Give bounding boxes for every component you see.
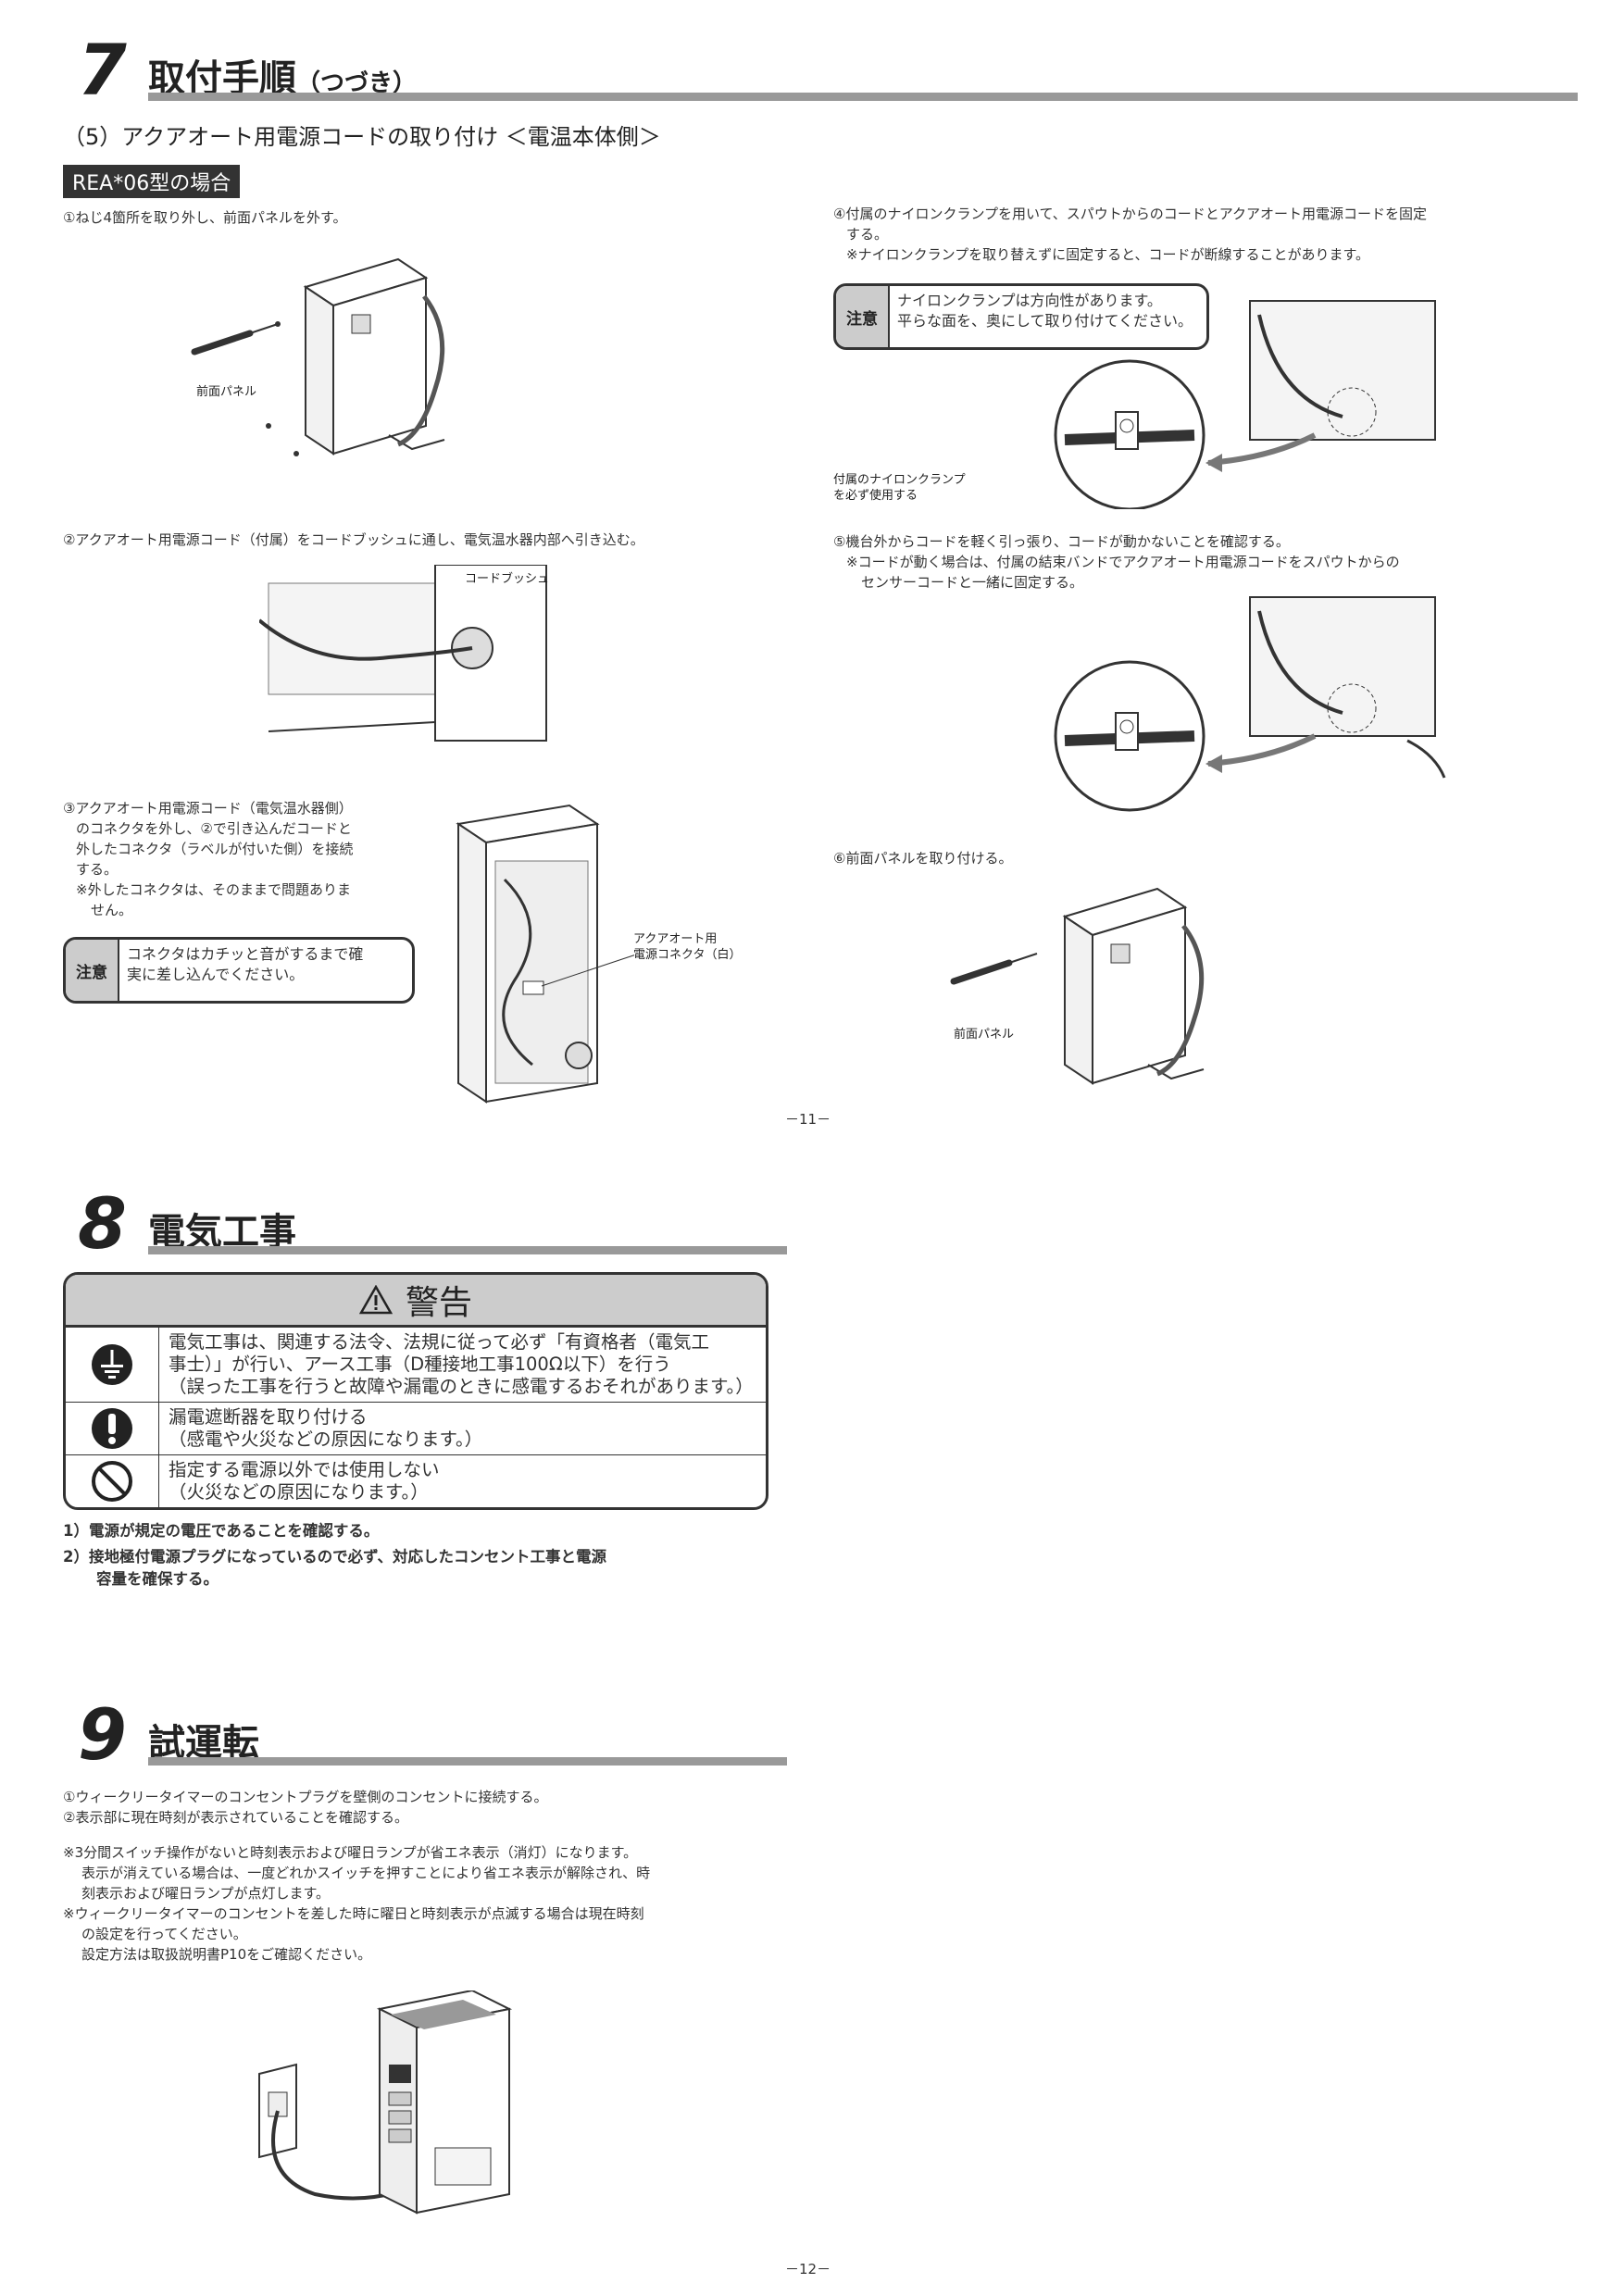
warning-line: （火災などの原因になります。） — [169, 1481, 429, 1503]
step-1-figure — [191, 257, 445, 456]
step-4-caution-box: 注意 ナイロンクランプは方向性があります。 平らな面を、奥にして取り付けてくださ… — [833, 283, 1209, 350]
step-4-figure — [1054, 300, 1436, 509]
step-5-line: ⑤機台外からコードを軽く引っ張り、コードが動かないことを確認する。 — [833, 533, 1290, 550]
section-number-8: 8 — [78, 1182, 127, 1265]
electrical-item: 容量を確保する。 — [96, 1570, 219, 1588]
trial-notes: ※3分間スイッチ操作がないと時刻表示および曜日ランプが省エネ表示（消灯）になりま… — [63, 1842, 650, 1965]
step-3-caution-box: 注意 コネクタはカチッと音がするまで確 実に差し込んでください。 — [63, 937, 415, 1004]
warning-title: 警告 — [405, 1284, 472, 1322]
subsection-title: （5）アクアオート用電源コードの取り付け ＜電温本体側＞ — [63, 124, 661, 150]
caution-line: 実に差し込んでください。 — [127, 966, 305, 983]
warning-header: 警告 — [66, 1275, 766, 1327]
model-badge: REA*06型の場合 — [63, 165, 241, 198]
step-6-figure — [950, 887, 1205, 1085]
trial-steps: ①ウィークリータイマーのコンセントプラグを壁側のコンセントに接続する。 ②表示部… — [63, 1787, 547, 1828]
warning-line: 漏電遮断器を取り付ける — [169, 1406, 368, 1428]
ground-icon — [66, 1328, 159, 1402]
trial-note: の設定を行ってください。 — [81, 1926, 247, 1942]
step-4-text: ④付属のナイロンクランプを用いて、スパウトからのコードとアクアオート用電源コード… — [833, 204, 1427, 265]
trial-note: ※3分間スイッチ操作がないと時刻表示および曜日ランプが省エネ表示（消灯）になりま… — [63, 1844, 638, 1861]
trial-step: ②表示部に現在時刻が表示されていることを確認する。 — [63, 1809, 408, 1826]
step-4-line: する。 — [846, 226, 889, 243]
step-2-figure — [259, 565, 547, 742]
trial-note: ※ウィークリータイマーのコンセントを差した時に曜日と時刻表示が点滅する場合は現在… — [63, 1905, 644, 1922]
caution-label: 注意 — [66, 940, 119, 1001]
step-4-label-line: 付属のナイロンクランプ — [833, 473, 966, 487]
step-5-note: センサーコードと一緒に固定する。 — [861, 574, 1084, 591]
warning-line: （感電や火災などの原因になります。） — [169, 1429, 483, 1450]
trial-step: ①ウィークリータイマーのコンセントプラグを壁側のコンセントに接続する。 — [63, 1789, 548, 1805]
section-number-9: 9 — [78, 1693, 127, 1776]
step-3-line: する。 — [76, 861, 119, 878]
caution-line: コネクタはカチッと音がするまで確 — [127, 945, 364, 963]
step-3-label: アクアオート用 電源コネクタ（白） — [633, 931, 741, 963]
warning-line: （誤った工事を行うと故障や漏電のときに感電するおそれがあります。） — [169, 1376, 754, 1397]
section-number-7: 7 — [78, 29, 127, 111]
trial-note: 表示が消えている場合は、一度どれかスイッチを押すことにより省エネ表示が解除され、… — [81, 1865, 651, 1881]
caution-line: 平らな面を、奥にして取り付けてください。 — [897, 312, 1193, 330]
warning-row: 指定する電源以外では使用しない （火災などの原因になります。） — [66, 1454, 766, 1507]
step-4-line: ④付属のナイロンクランプを用いて、スパウトからのコードとアクアオート用電源コード… — [833, 206, 1428, 222]
section-rule-7 — [148, 93, 1578, 101]
step-2-label: コードブッシュ — [465, 572, 550, 586]
step-3-line: のコネクタを外し、②で引き込んだコードと — [76, 820, 352, 837]
step-3-note: せん。 — [91, 902, 133, 918]
warning-box: 警告 電気工事は、関連する法令、法規に従って必ず「有資格者（電気工 事士）」が行… — [63, 1272, 768, 1510]
step-6-text: ⑥前面パネルを取り付ける。 — [833, 850, 1013, 867]
warning-row-text: 漏電遮断器を取り付ける （感電や火災などの原因になります。） — [159, 1403, 492, 1454]
step-3-label-line: 電源コネクタ（白） — [633, 948, 742, 962]
step-6-label: 前面パネル — [954, 1028, 1015, 1042]
page-number-11: －11－ — [785, 1111, 831, 1128]
step-5-text: ⑤機台外からコードを軽く引っ張り、コードが動かないことを確認する。 ※コードが動… — [833, 531, 1400, 593]
caution-text: ナイロンクランプは方向性があります。 平らな面を、奥にして取り付けてください。 — [890, 286, 1200, 347]
warning-line: 事士）」が行い、アース工事（D種接地工事100Ω以下）を行う — [169, 1354, 671, 1375]
prohibited-icon — [66, 1455, 159, 1507]
step-2-text: ②アクアオート用電源コード（付属）をコードブッシュに通し、電気温水器内部へ引き込… — [63, 531, 644, 548]
step-4-label-line: を必ず使用する — [833, 489, 918, 503]
electrical-item: 1）電源が規定の電圧であることを確認する。 — [63, 1522, 380, 1540]
step-4-note: ※ナイロンクランプを取り替えずに固定すると、コードが断線することがあります。 — [846, 246, 1370, 263]
warning-row-text: 電気工事は、関連する法令、法規に従って必ず「有資格者（電気工 事士）」が行い、ア… — [159, 1328, 763, 1402]
warning-row-text: 指定する電源以外では使用しない （火災などの原因になります。） — [159, 1455, 449, 1507]
warning-row: 電気工事は、関連する法令、法規に従って必ず「有資格者（電気工 事士）」が行い、ア… — [66, 1327, 766, 1402]
step-1-text: ①ねじ4箇所を取り外し、前面パネルを外す。 — [63, 209, 347, 226]
trial-note: 刻表示および曜日ランプが点灯します。 — [81, 1885, 331, 1902]
warning-row: 漏電遮断器を取り付ける （感電や火災などの原因になります。） — [66, 1402, 766, 1454]
weekly-timer-figure — [258, 1990, 513, 2215]
warning-triangle-icon — [358, 1285, 393, 1315]
step-3-note: ※外したコネクタは、そのままで問題ありま — [76, 881, 351, 898]
trial-note: 設定方法は取扱説明書P10をご確認ください。 — [81, 1946, 372, 1963]
warning-line: 指定する電源以外では使用しない — [169, 1459, 440, 1480]
mandatory-icon — [66, 1403, 159, 1454]
step-4-label: 付属のナイロンクランプ を必ず使用する — [833, 472, 966, 504]
step-3-line: 外したコネクタ（ラベルが付いた側）を接続 — [76, 841, 354, 857]
step-5-figure — [1054, 596, 1446, 812]
electrical-items: 1）電源が規定の電圧であることを確認する。 2）接地極付電源プラグになっているの… — [63, 1520, 606, 1591]
section-rule-8 — [148, 1246, 787, 1254]
electrical-item: 2）接地極付電源プラグになっているので必ず、対応したコンセント工事と電源 — [63, 1548, 607, 1566]
warning-line: 電気工事は、関連する法令、法規に従って必ず「有資格者（電気工 — [169, 1331, 710, 1353]
step-3-line: ③アクアオート用電源コード（電気温水器側） — [63, 800, 353, 817]
section-rule-9 — [148, 1757, 787, 1766]
caution-line: ナイロンクランプは方向性があります。 — [897, 292, 1162, 309]
page-number-12: －12－ — [785, 2261, 831, 2277]
step-3-figure — [456, 804, 634, 1104]
step-3-label-line: アクアオート用 — [633, 932, 718, 946]
step-1-label: 前面パネル — [196, 385, 257, 399]
caution-label: 注意 — [836, 286, 890, 347]
caution-text: コネクタはカチッと音がするまで確 実に差し込んでください。 — [119, 940, 370, 1001]
step-3-text: ③アクアオート用電源コード（電気温水器側） のコネクタを外し、②で引き込んだコー… — [63, 798, 353, 920]
step-5-note: ※コードが動く場合は、付属の結束バンドでアクアオート用電源コードをスパウトからの — [846, 554, 1400, 570]
